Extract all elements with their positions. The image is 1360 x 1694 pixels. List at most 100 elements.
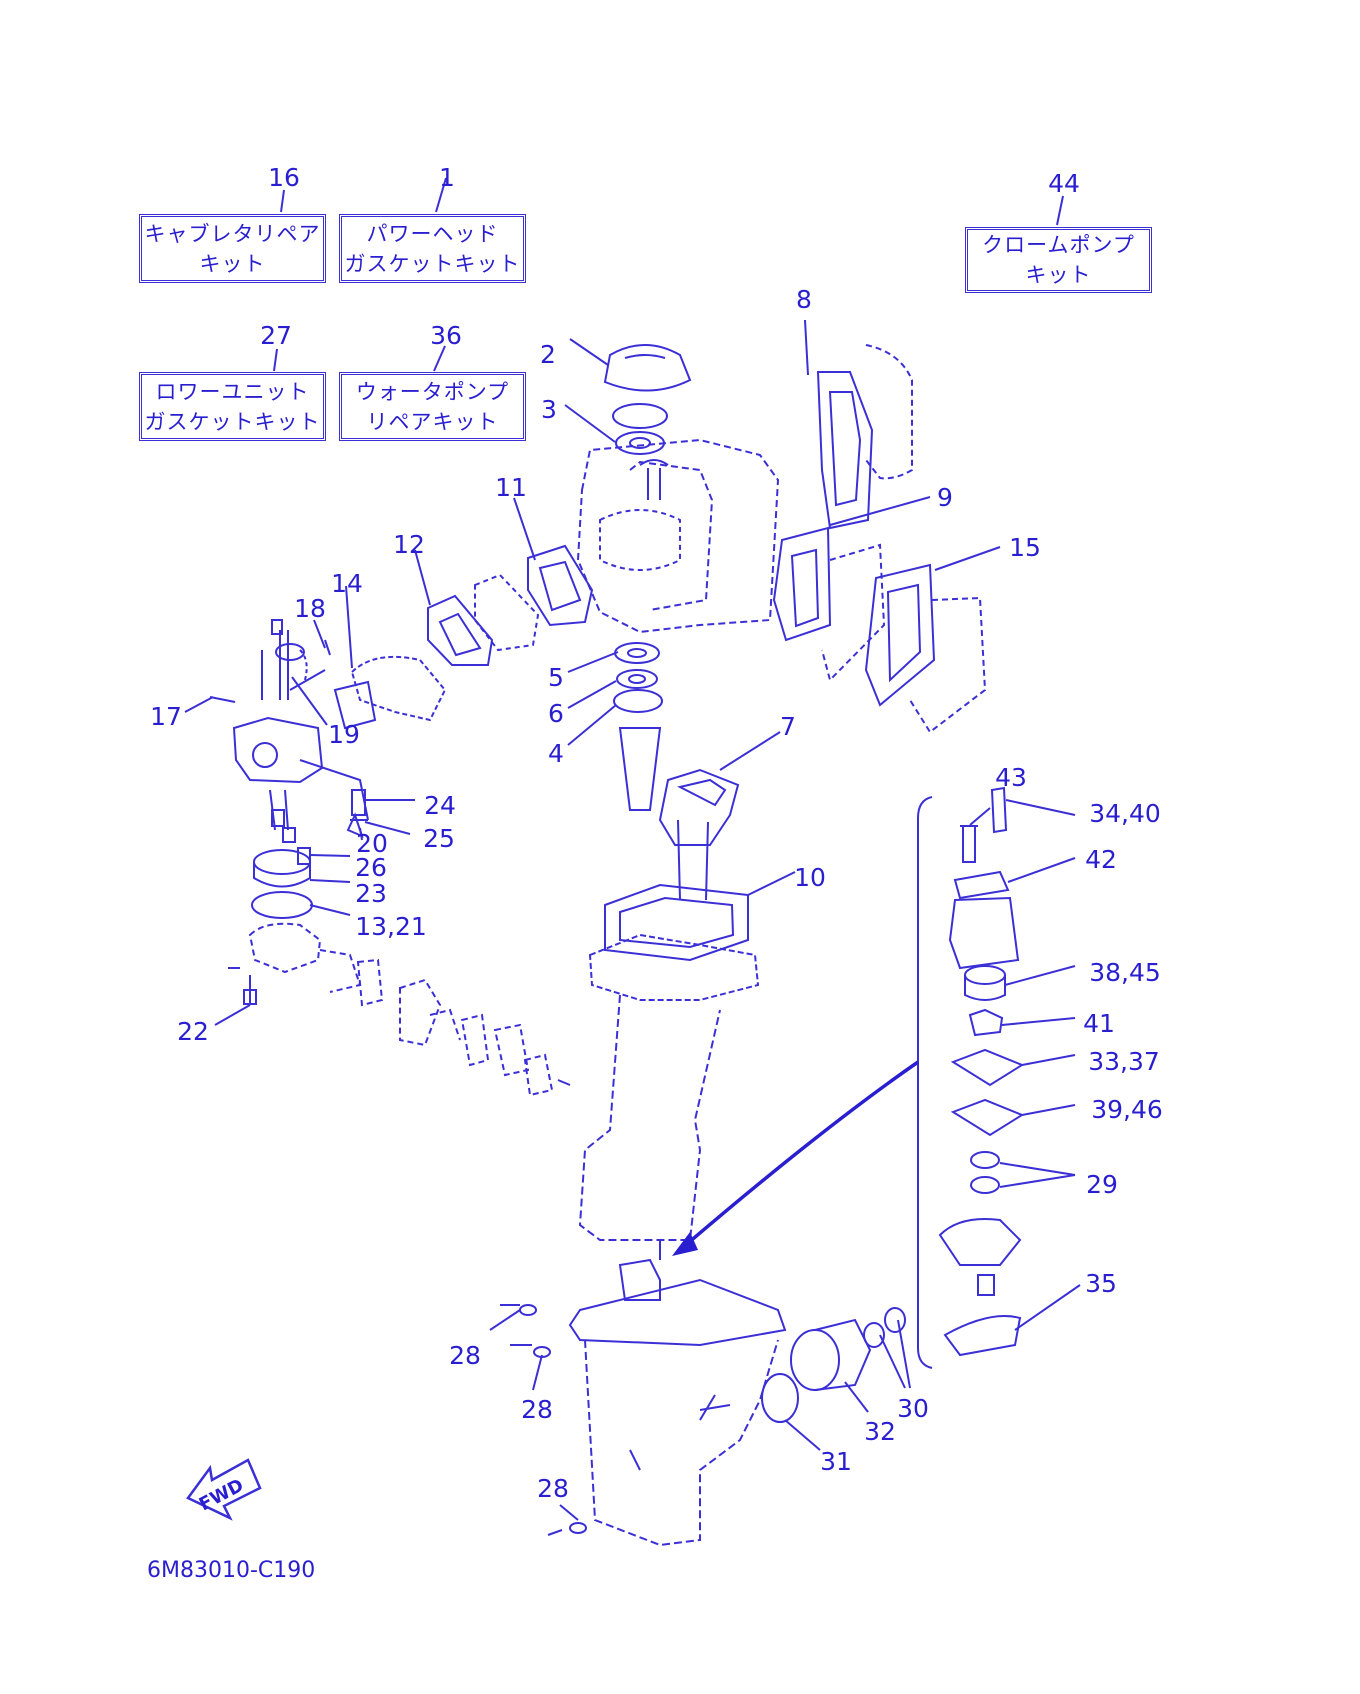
jet-26 <box>297 847 311 865</box>
callout-30: 30 <box>897 1394 929 1423</box>
gasket-8 <box>816 371 874 530</box>
leader-16 <box>280 189 285 213</box>
crankcase <box>576 438 780 634</box>
leader-36 <box>433 345 446 372</box>
o-ring-4 <box>613 689 663 713</box>
gasket-11 <box>527 544 594 627</box>
screw-17 <box>209 696 236 703</box>
callout-29: 29 <box>1086 1170 1118 1199</box>
callout-24: 24 <box>424 791 456 820</box>
callout-11: 11 <box>495 473 527 502</box>
tube-34-40 <box>990 786 1008 834</box>
drawing-code: 6M83010-C190 <box>147 1558 315 1583</box>
sleeve <box>977 1274 995 1296</box>
kit-box-power-head-gasket: パワーヘッド ガスケットキット <box>339 214 526 283</box>
callout-28-top: 28 <box>449 1341 481 1370</box>
kit-number-44: 44 <box>1048 169 1080 198</box>
midsection-housing <box>578 768 760 1260</box>
kit-box-carburetor-repair: キャブレタリペア キット <box>139 214 326 283</box>
callout-42: 42 <box>1085 845 1117 874</box>
impeller-41 <box>968 1008 1004 1037</box>
insert-38-45 <box>964 965 1006 1001</box>
kit-number-27: 27 <box>260 321 292 350</box>
gasket-12 <box>427 594 494 666</box>
callout-18: 18 <box>294 594 326 623</box>
callout-41: 41 <box>1083 1009 1115 1038</box>
gasket-9 <box>772 526 832 642</box>
mount-7 <box>658 768 740 846</box>
callout-25: 25 <box>423 824 455 853</box>
cover-9 <box>821 543 886 682</box>
drive-shaft-sleeve <box>618 727 662 811</box>
kit-number-1: 1 <box>439 163 455 192</box>
callout-19: 19 <box>328 720 360 749</box>
kit-box-chrome-pump: クロームポンプ キット <box>965 227 1152 293</box>
intake-manifold <box>350 655 447 722</box>
callout-35: 35 <box>1085 1269 1117 1298</box>
leader-44 <box>1056 195 1064 226</box>
callout-13-21: 13,21 <box>355 912 427 941</box>
fwd-arrow-icon: FWD <box>186 1458 262 1521</box>
gasket-35 <box>943 1315 1022 1357</box>
callout-26: 26 <box>355 853 387 882</box>
callout-38-45: 38,45 <box>1089 958 1161 987</box>
cover-15 <box>909 596 987 734</box>
o-ring-31 <box>761 1373 799 1423</box>
oil-seal-5 <box>614 642 660 664</box>
callout-17: 17 <box>150 702 182 731</box>
gasket-13-21 <box>251 891 313 919</box>
callout-28-bottom: 28 <box>537 1474 569 1503</box>
callout-23: 23 <box>355 879 387 908</box>
kit-number-36: 36 <box>430 321 462 350</box>
callout-12: 12 <box>393 530 425 559</box>
kit-box-water-pump-repair: ウォータポンプ リペアキット <box>339 372 526 441</box>
callout-31: 31 <box>820 1447 852 1476</box>
gasket-10 <box>604 883 749 962</box>
float-bowl-23 <box>253 849 311 888</box>
seal-29b <box>970 1176 1000 1194</box>
callout-2: 2 <box>540 340 556 369</box>
bolt-28c <box>547 1529 563 1536</box>
callout-39-46: 39,46 <box>1091 1095 1163 1124</box>
callout-20: 20 <box>356 829 388 858</box>
seal-29a <box>970 1151 1000 1169</box>
leader-1 <box>435 177 447 213</box>
callout-3: 3 <box>541 395 557 424</box>
assembly-arrow <box>678 1060 919 1252</box>
kit-box-lower-unit-gasket: ロワーユニット ガスケットキット <box>139 372 326 441</box>
reed-plate <box>474 573 540 652</box>
callout-7: 7 <box>780 712 796 741</box>
o-ring-2 <box>612 403 668 429</box>
callout-22: 22 <box>177 1017 209 1046</box>
gasket-42 <box>953 870 1010 900</box>
plug-24 <box>351 789 366 816</box>
callout-14: 14 <box>331 569 363 598</box>
carburetor-assembly <box>232 619 369 843</box>
lower-unit-housing <box>568 1258 787 1547</box>
kit-number-16: 16 <box>268 163 300 192</box>
silencer-assembly <box>248 922 554 1097</box>
bearing-30b <box>884 1307 906 1333</box>
callout-15: 15 <box>1009 533 1041 562</box>
callout-34-40: 34,40 <box>1089 799 1161 828</box>
callout-32: 32 <box>864 1417 896 1446</box>
callout-6: 6 <box>548 699 564 728</box>
callout-8: 8 <box>796 285 812 314</box>
gasket-33-37 <box>950 1048 1025 1087</box>
cover-8 <box>865 344 913 480</box>
fwd-label: FWD <box>196 1475 247 1516</box>
plate-39-46 <box>950 1098 1025 1137</box>
bearing-30a <box>863 1322 885 1348</box>
callout-9: 9 <box>937 483 953 512</box>
callout-43: 43 <box>995 763 1027 792</box>
callout-10: 10 <box>794 863 826 892</box>
leader-27 <box>273 348 278 372</box>
bolt-43 <box>962 825 976 863</box>
top-cap <box>603 344 692 392</box>
pump-base <box>938 1218 1022 1266</box>
pump-bracket <box>917 796 933 1369</box>
callout-28-middle: 28 <box>521 1395 553 1424</box>
clip-20 <box>346 812 364 838</box>
